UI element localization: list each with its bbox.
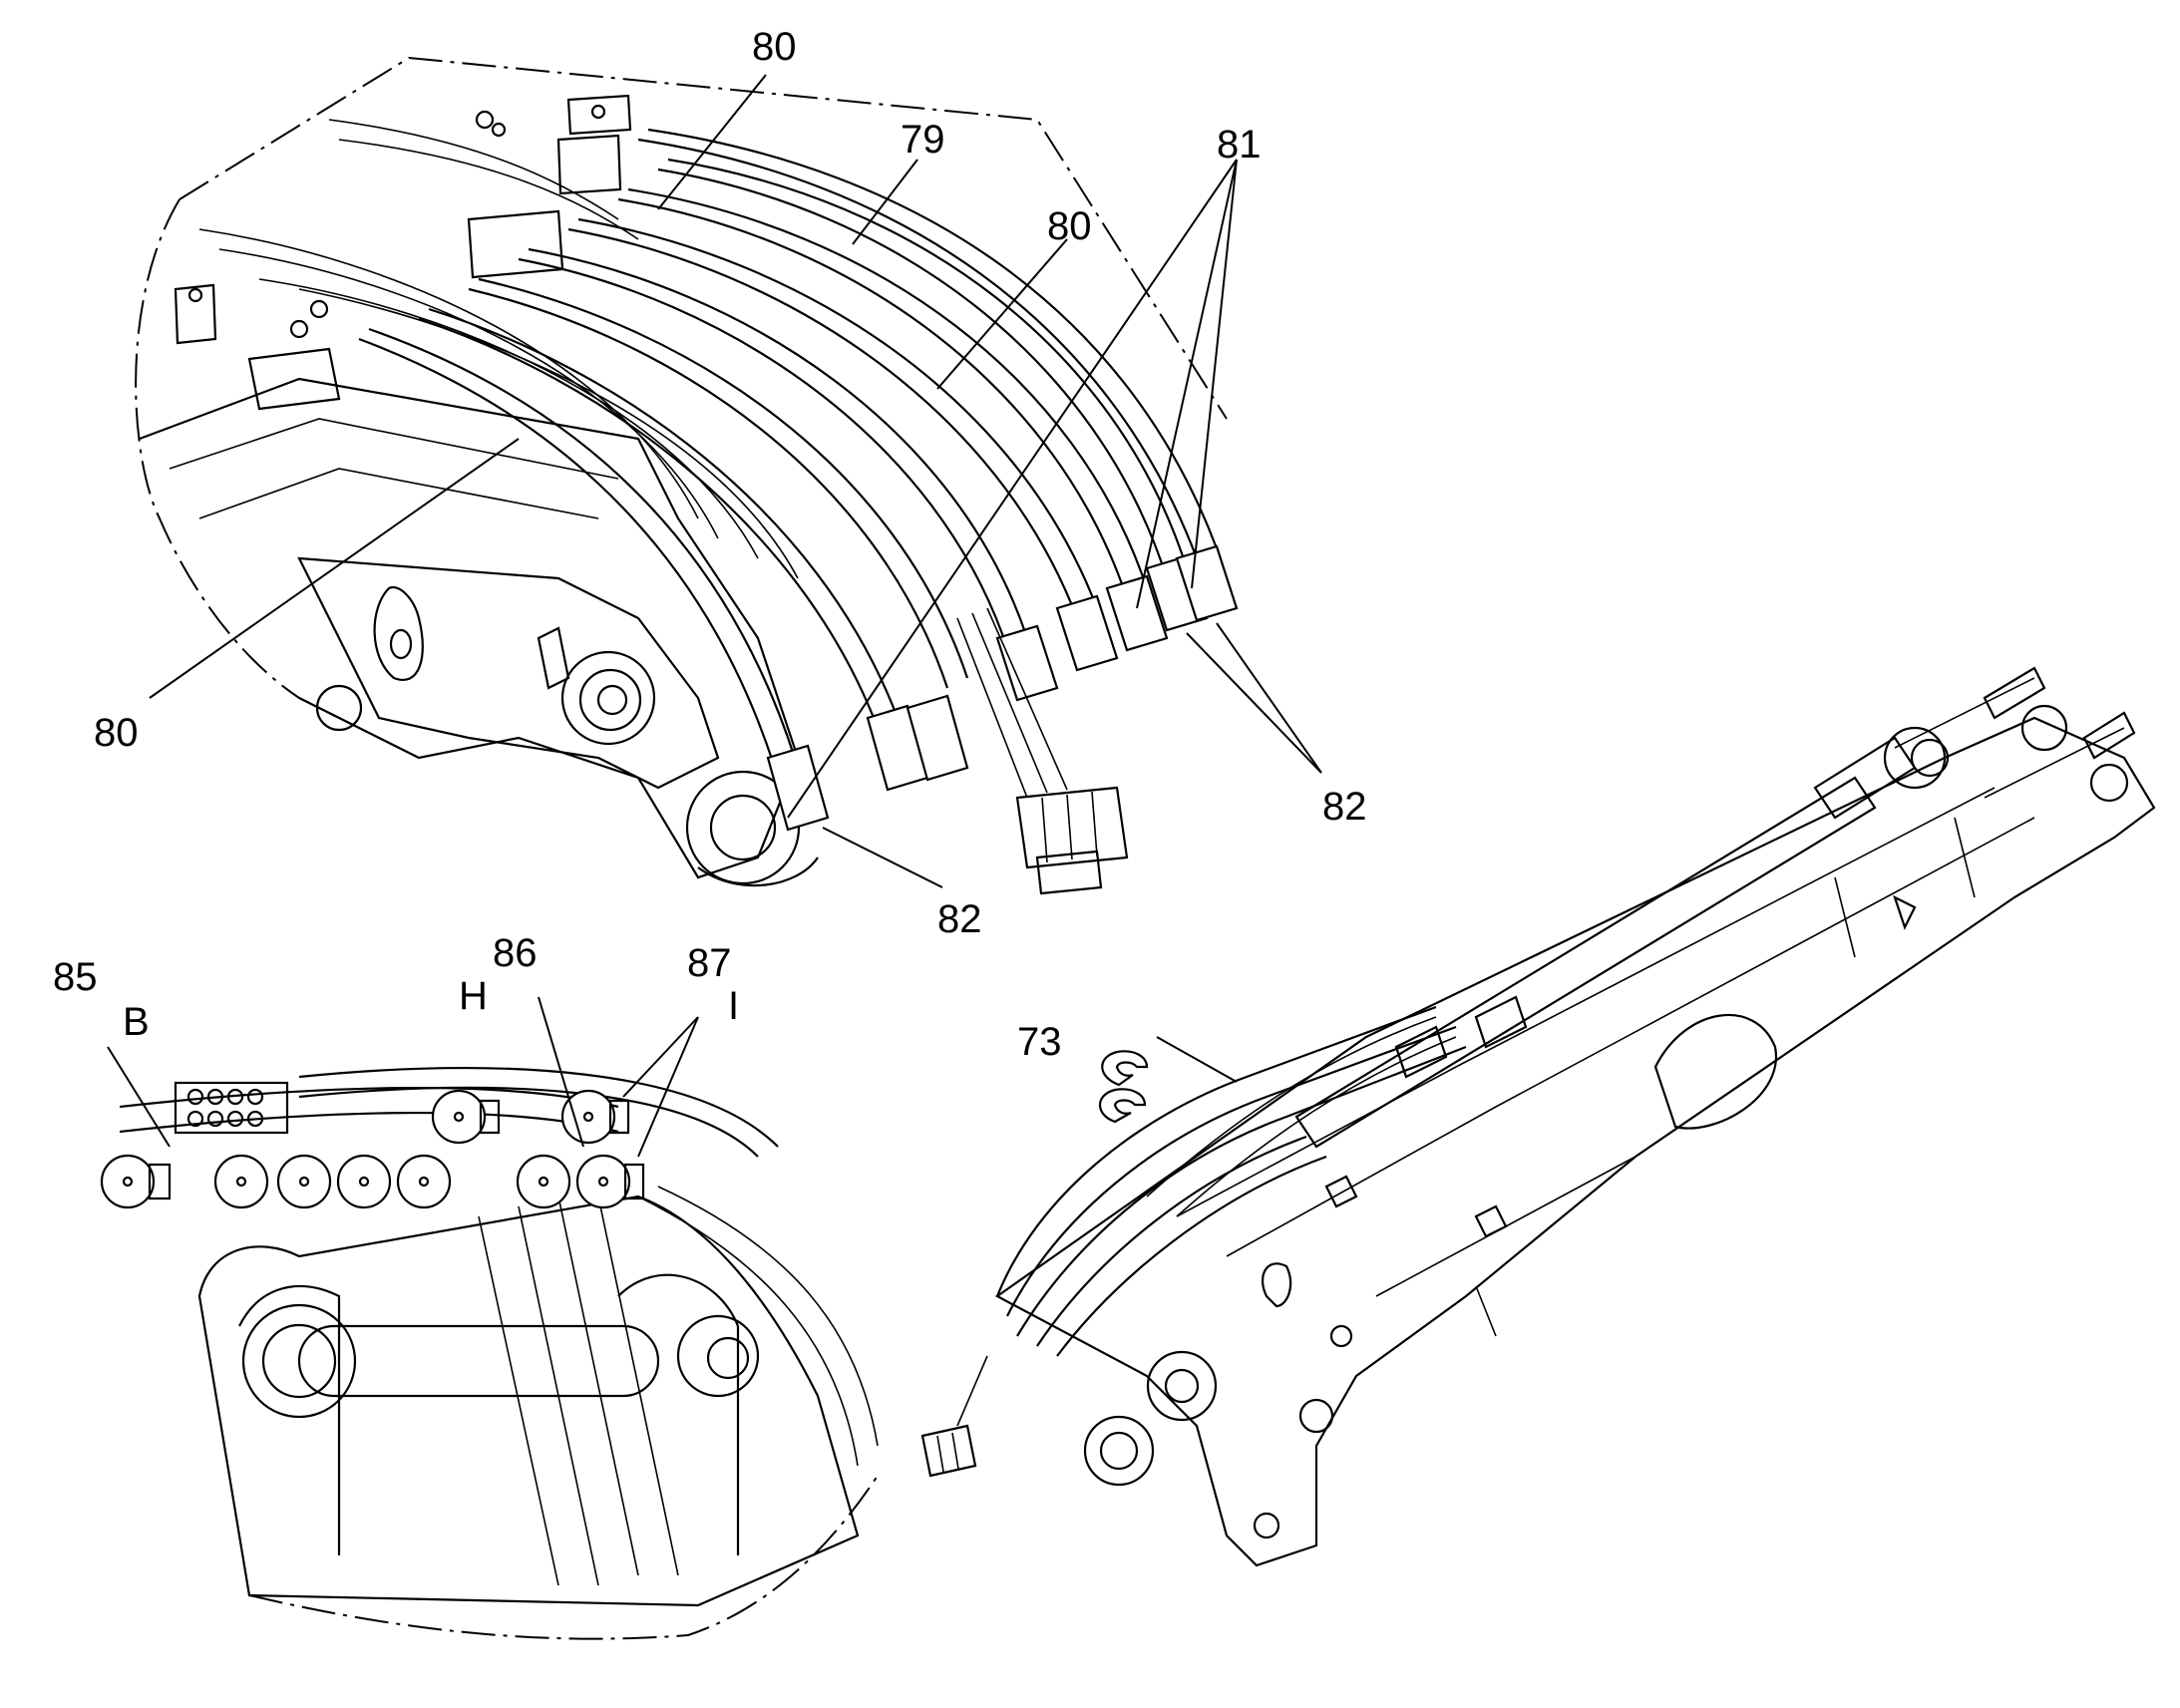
quick-couplers bbox=[100, 1089, 645, 1209]
callouts: 80 79 80 81 80 82 82 85 B 86 H 87 I 73 bbox=[53, 25, 1367, 1064]
callout-86: 86 bbox=[493, 931, 538, 975]
foot-nut bbox=[676, 1314, 760, 1398]
boom-foot-pivot bbox=[1146, 1350, 1218, 1422]
callout-B: B bbox=[123, 1000, 150, 1044]
lift-eye bbox=[373, 585, 424, 681]
boom-foot-body bbox=[197, 1195, 860, 1607]
callout-82-right: 82 bbox=[1322, 785, 1367, 829]
detail-boundary-left bbox=[135, 198, 420, 759]
callout-leaders-top bbox=[149, 74, 1322, 888]
boom-body bbox=[139, 377, 800, 879]
hose-fittings bbox=[766, 544, 1239, 832]
boom-main bbox=[994, 716, 2156, 1567]
side-plate bbox=[297, 556, 720, 790]
callout-82-bottom: 82 bbox=[937, 897, 982, 941]
callout-81: 81 bbox=[1217, 123, 1262, 167]
callout-79: 79 bbox=[901, 118, 945, 162]
detail-view-couplers bbox=[100, 996, 879, 1640]
callout-73: 73 bbox=[1017, 1020, 1062, 1064]
pivot-pin bbox=[560, 650, 656, 746]
manifold-blocks bbox=[174, 94, 632, 411]
boom-assembly bbox=[920, 666, 2156, 1567]
callout-80-top: 80 bbox=[752, 25, 797, 69]
hose-bundle bbox=[198, 119, 1219, 779]
callout-80-left: 80 bbox=[94, 711, 139, 755]
lower-roller bbox=[685, 770, 801, 885]
electrical-connector bbox=[956, 607, 1129, 895]
detail-boundary-top bbox=[179, 56, 1228, 420]
coupler-manifold bbox=[174, 1081, 289, 1135]
callout-I: I bbox=[728, 984, 739, 1028]
callout-H: H bbox=[459, 974, 488, 1018]
clip-part-73 bbox=[1098, 1036, 1238, 1124]
detail-view-hose-bundle bbox=[135, 56, 1239, 895]
callout-80-mid: 80 bbox=[1047, 204, 1092, 248]
callout-87: 87 bbox=[687, 941, 732, 985]
detail-boundary-bottom bbox=[248, 1475, 879, 1640]
foot-pin bbox=[297, 1324, 660, 1398]
boom-cylinder bbox=[1294, 776, 1877, 1149]
callout-85: 85 bbox=[53, 955, 98, 999]
